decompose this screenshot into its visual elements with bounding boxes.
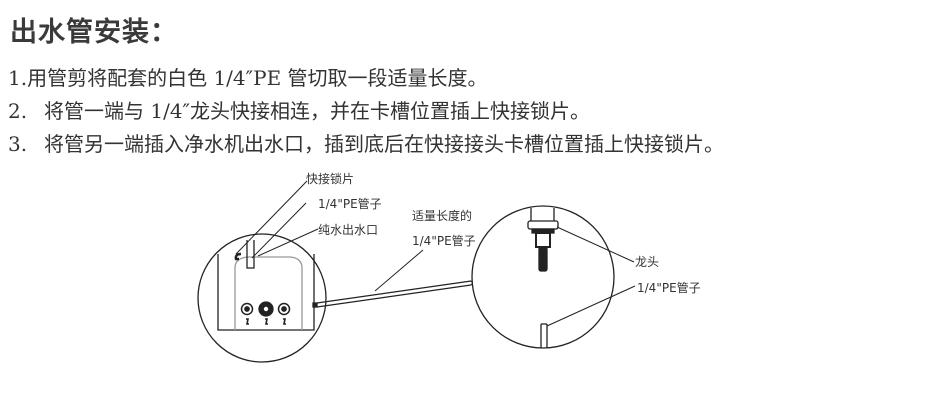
label-pe-tube-left: 1/4"PE管子 xyxy=(318,196,382,211)
label-appropriate-length: 适量长度的 xyxy=(412,208,472,223)
pe-tube-long xyxy=(316,280,474,308)
step-number: 2. xyxy=(8,99,28,123)
instruction-list: 1.用管剪将配套的白色 1/4″PE 管切取一段适量长度。 2. 将管一端与 1/… xyxy=(8,62,724,161)
instruction-step-2: 2. 将管一端与 1/4″龙头快接相连，并在卡槽位置插上快接锁片。 xyxy=(8,95,724,128)
leader-lines xyxy=(235,180,636,327)
step-text: 将管一端与 1/4″龙头快接相连，并在卡槽位置插上快接锁片。 xyxy=(44,99,591,123)
instruction-step-3: 3. 将管另一端插入净水机出水口，插到底后在快接接头卡槽位置插上快接锁片。 xyxy=(8,128,724,161)
magnifier-circle-right xyxy=(471,205,615,349)
faucet-detail xyxy=(471,205,615,349)
step-number: 3. xyxy=(8,132,28,156)
label-pure-water-outlet: 纯水出水口 xyxy=(318,223,378,237)
step-number: 1. xyxy=(8,66,28,90)
instruction-step-1: 1.用管剪将配套的白色 1/4″PE 管切取一段适量长度。 xyxy=(8,62,724,95)
step-text: 将管另一端插入净水机出水口，插到底后在快接接头卡槽位置插上快接锁片。 xyxy=(44,132,724,156)
step-text: 用管剪将配套的白色 1/4″PE 管切取一段适量长度。 xyxy=(27,66,488,90)
purifier-outlet-detail xyxy=(197,233,327,363)
magnifier-circle-left xyxy=(197,233,327,363)
section-title: 出水管安装： xyxy=(10,17,178,48)
label-pe-tube-middle: 1/4"PE管子 xyxy=(412,233,476,248)
label-lock-clip: 快接锁片 xyxy=(306,171,354,186)
label-faucet: 龙头 xyxy=(635,255,659,269)
label-pe-tube-right: 1/4"PE管子 xyxy=(637,280,701,295)
